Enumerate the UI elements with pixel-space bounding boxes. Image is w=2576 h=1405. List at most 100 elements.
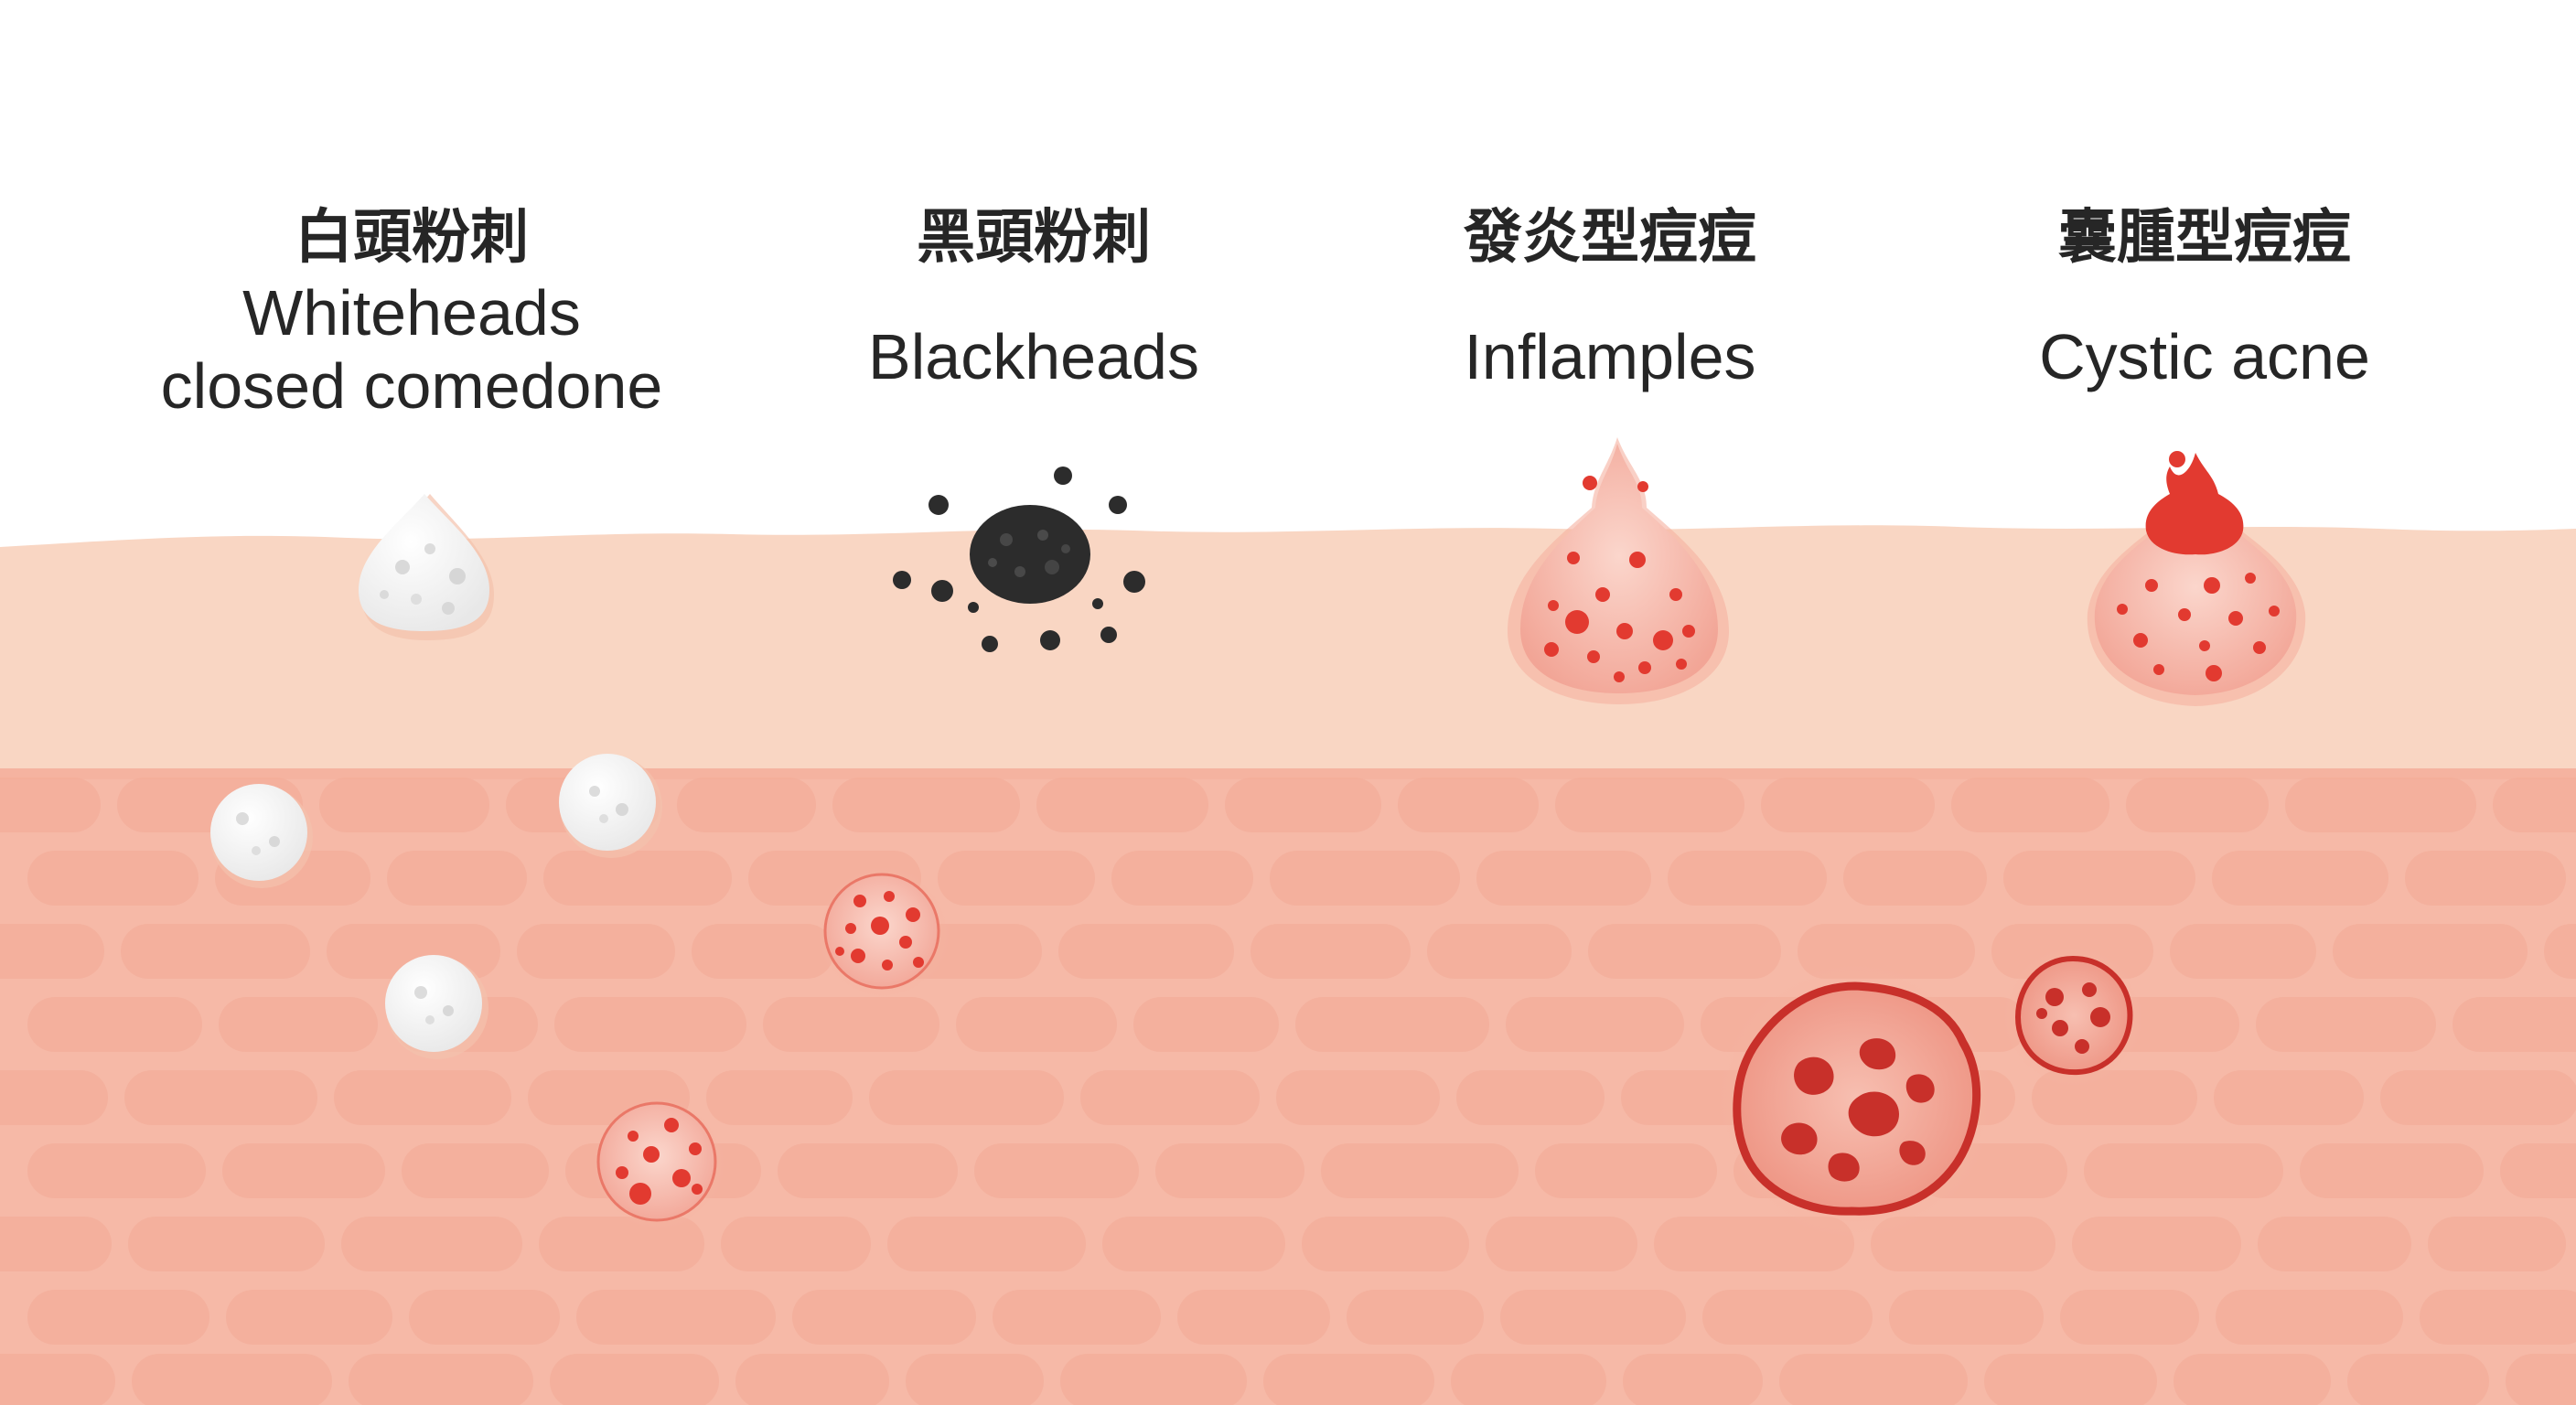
skin-cell: [1500, 1290, 1686, 1345]
skin-cell: [27, 851, 199, 906]
skin-cell: [2072, 1217, 2241, 1271]
skin-cell: [341, 1217, 522, 1271]
skin-cell: [2216, 1290, 2403, 1345]
skin-cell: [938, 851, 1095, 906]
skin-cell: [576, 1290, 776, 1345]
skin-cell: [2420, 1290, 2576, 1345]
skin-cell: [0, 924, 104, 979]
skin-cell: [1623, 1354, 1763, 1405]
skin-cell: [0, 778, 101, 832]
inflamed-pimple: [1508, 437, 1729, 704]
skin-cell: [1155, 1143, 1304, 1198]
cystic-surface: [2087, 451, 2306, 706]
skin-cell: [2170, 924, 2316, 979]
skin-cell: [1225, 778, 1381, 832]
skin-cell: [1263, 1354, 1434, 1405]
skin-cell: [763, 997, 939, 1052]
skin-cell: [2493, 778, 2576, 832]
skin-cell: [517, 924, 675, 979]
skin-cell: [219, 997, 378, 1052]
skin-cell: [2258, 1217, 2411, 1271]
skin-cell: [1588, 924, 1781, 979]
skin-cell: [226, 1290, 392, 1345]
skin-cell: [974, 1143, 1139, 1198]
skin-cell: [993, 1290, 1161, 1345]
skin-cell: [27, 997, 202, 1052]
skin-cell: [735, 1354, 889, 1405]
skin-cell: [869, 1070, 1064, 1125]
skin-cell: [2060, 1290, 2199, 1345]
skin-cell: [1456, 1070, 1605, 1125]
skin-cell: [2333, 924, 2528, 979]
whiteheads-en: Whiteheads: [242, 277, 581, 349]
skin-cell: [832, 778, 1020, 832]
skin-cell: [121, 924, 310, 979]
skin-cell: [1080, 1070, 1260, 1125]
skin-cell: [721, 1217, 871, 1271]
cystic-zh: 囊腫型痘痘: [2058, 204, 2351, 272]
skin-cell: [1398, 778, 1539, 832]
skin-cell: [887, 1217, 1086, 1271]
skin-cell: [1555, 778, 1744, 832]
skin-cell: [2174, 1354, 2331, 1405]
skin-cell: [2084, 1143, 2283, 1198]
whiteheads-en-sub: closed comedone: [160, 350, 663, 422]
skin-cell: [1951, 778, 2109, 832]
skin-cell: [1761, 778, 1935, 832]
skin-cell: [2285, 778, 2476, 832]
blackheads-label: 黑頭粉刺 Blackheads: [768, 205, 1299, 395]
skin-cell: [1486, 1217, 1637, 1271]
skin-cell: [2126, 778, 2269, 832]
skin-cell: [1058, 924, 1234, 979]
skin-cell: [128, 1217, 325, 1271]
skin-cell: [906, 1354, 1044, 1405]
skin-cell: [1451, 1354, 1606, 1405]
skin-cell: [1476, 851, 1651, 906]
cystic-label: 囊腫型痘痘 Cystic acne: [1939, 205, 2470, 395]
skin-cell: [1276, 1070, 1440, 1125]
whitehead-deep-3: [385, 955, 488, 1059]
skin-cell: [778, 1143, 958, 1198]
skin-cell: [1250, 924, 1411, 979]
skin-cell: [2214, 1070, 2364, 1125]
skin-cell: [677, 778, 816, 832]
whiteheads-zh: 白頭粉刺: [295, 204, 529, 272]
blackheads-en: Blackheads: [868, 321, 1199, 392]
skin-cell: [2212, 851, 2388, 906]
skin-cell: [0, 1070, 108, 1125]
skin-cell: [2500, 1143, 2576, 1198]
blackhead: [893, 467, 1145, 652]
skin-cell: [132, 1354, 332, 1405]
skin-cell: [1133, 997, 1279, 1052]
skin-cell: [2453, 997, 2576, 1052]
skin-cell: [692, 924, 834, 979]
skin-cell: [1321, 1143, 1519, 1198]
whitehead-deep-2: [559, 754, 662, 858]
skin-cell: [1984, 1354, 2157, 1405]
skin-cell: [1535, 1143, 1717, 1198]
skin-cell: [706, 1070, 853, 1125]
skin-cell: [1295, 997, 1489, 1052]
skin-cell: [402, 1143, 549, 1198]
skin-cell: [539, 1217, 704, 1271]
skin-cell: [1036, 778, 1208, 832]
skin-cell: [2506, 1354, 2576, 1405]
inflamed-label: 發炎型痘痘 Inflamples: [1345, 205, 1875, 395]
deep-cyst-large: [1718, 964, 1992, 1239]
skin-cell: [956, 997, 1117, 1052]
skin-cell: [1668, 851, 1827, 906]
skin-cell: [1427, 924, 1572, 979]
skin-cell: [1270, 851, 1460, 906]
skin-cell: [2428, 1217, 2566, 1271]
skin-cell: [387, 851, 527, 906]
deep-cyst-small: [2003, 948, 2142, 1087]
skin-cell: [2380, 1070, 2576, 1125]
skin-cell: [1347, 1290, 1484, 1345]
skin-cell: [2544, 924, 2576, 979]
inflamed-nodule-1: [818, 867, 950, 999]
skin-cell: [0, 1354, 115, 1405]
skin-cell: [792, 1290, 976, 1345]
skin-cell: [1889, 1290, 2044, 1345]
whitehead-surface: [359, 494, 494, 640]
